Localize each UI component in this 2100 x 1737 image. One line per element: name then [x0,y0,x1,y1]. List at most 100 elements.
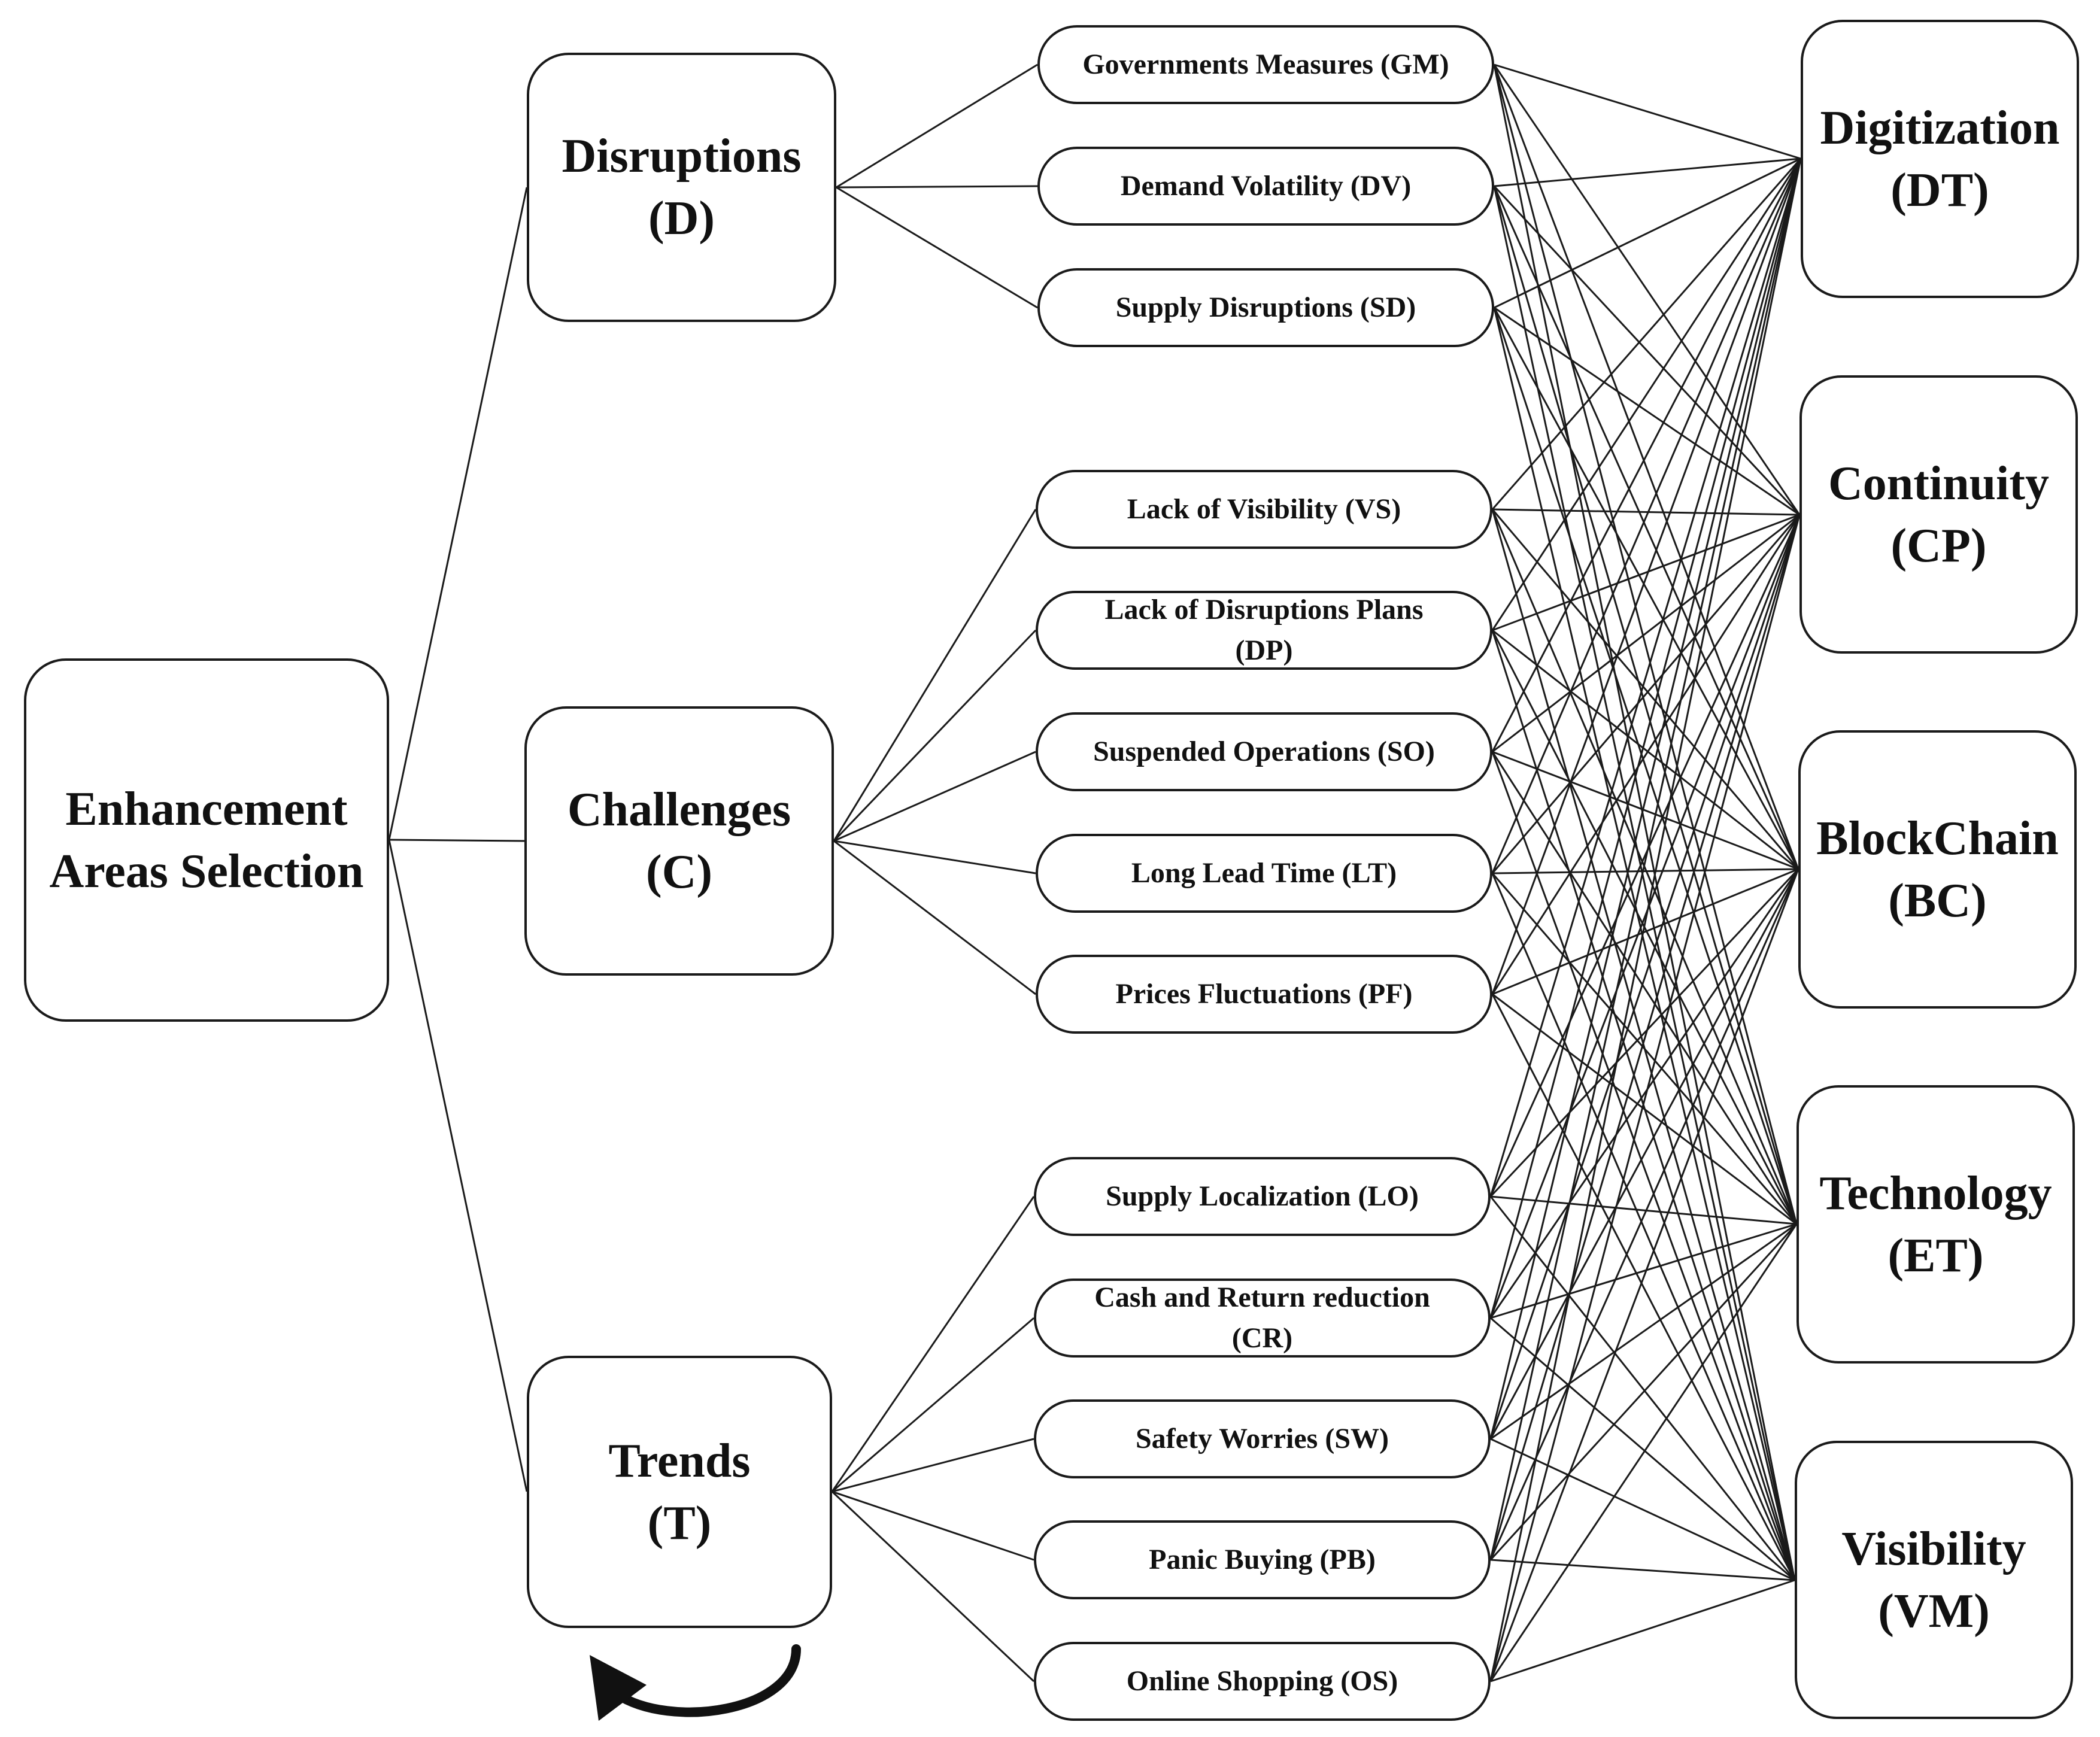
category-factor-link [833,629,1037,842]
area-label-line2: (DT) [1890,163,1989,217]
factor-area-link [1489,1223,1798,1561]
factor-area-link [1489,1196,1796,1581]
area-node-vm: Visibility (VM) [1795,1441,2073,1719]
factor-area-link [1491,158,1802,874]
factor-area-link [1492,629,1799,870]
category-factor-link [831,1196,1035,1492]
factor-area-link [1489,514,1801,1440]
factor-area-link [1493,64,1799,870]
factor-area-link [1493,185,1801,516]
area-label-line1: Continuity [1828,457,2049,510]
area-node-et: Technology (ET) [1796,1085,2075,1364]
factor-node-os: Online Shopping (OS) [1034,1642,1491,1721]
area-node-bc: BlockChain (BC) [1798,730,2077,1009]
area-label-line2: (CP) [1890,519,1987,572]
factor-label: Long Lead Time (LT) [1131,857,1397,889]
category-label-line1: Challenges [567,784,791,836]
category-factor-link [833,509,1037,842]
factor-area-link [1490,1559,1795,1581]
factor-area-link [1493,186,1799,870]
area-label-line2: (VM) [1878,1584,1990,1638]
factor-area-link [1494,63,1801,160]
category-factor-link [833,840,1036,874]
factor-area-link [1489,158,1802,1682]
factor-area-link [1489,158,1802,1440]
factor-node-pf: Prices Fluctuations (PF) [1036,955,1492,1034]
factor-area-link [1493,307,1798,1225]
factor-node-pb: Panic Buying (PB) [1034,1520,1491,1599]
factor-area-link [1493,64,1796,1581]
factor-node-cr: Cash and Return reduction (CR) [1034,1279,1491,1358]
factor-area-link [1491,158,1802,752]
category-factor-link [831,1317,1034,1493]
factor-area-link [1489,514,1801,1560]
category-label-line1: Trends [608,1434,751,1487]
factor-label: Demand Volatility (DV) [1120,170,1412,202]
factor-label: Prices Fluctuations (PF) [1115,978,1413,1010]
factor-label-line2: (DP) [1235,634,1293,666]
category-factor-link [836,185,1038,189]
factor-area-link [1492,993,1797,1225]
factor-area-link [1491,751,1798,1225]
factor-area-link [1489,514,1801,1319]
factor-node-dp: Lack of Disruptions Plans (DP) [1036,591,1492,670]
factor-area-link [1491,873,1798,1225]
factor-area-link [1491,514,1801,874]
factor-area-link [1493,64,1801,515]
factor-area-link [1491,158,1802,631]
area-label-line1: Visibility [1841,1522,2026,1575]
factor-label: Online Shopping (OS) [1126,1665,1398,1697]
factor-area-link [1494,157,1801,187]
factor-area-link [1489,868,1799,1198]
category-factor-link [836,63,1038,189]
factor-area-link [1492,868,1799,874]
factor-area-link [1489,158,1802,1319]
factor-label: Lack of Disruptions Plans [1104,594,1424,625]
cycle-arrow-icon [590,1644,801,1721]
root-label-line1: Enhancement [65,782,348,836]
factor-node-lt: Long Lead Time (LT) [1036,834,1492,913]
factor-node-sw: Safety Worries (SW) [1034,1399,1491,1478]
factor-node-lo: Supply Localization (LO) [1034,1157,1491,1236]
factor-area-link [1491,751,1796,1581]
factor-area-link [1491,158,1802,510]
root-category-link [388,187,528,840]
area-node-cp: Continuity (CP) [1799,375,2078,654]
factor-area-link [1494,157,1801,309]
factor-node-so: Suspended Operations (SO) [1036,712,1492,791]
factor-area-link [1490,1223,1797,1440]
category-factor-link [831,1490,1034,1561]
category-factor-link [836,186,1038,309]
factor-node-sd: Supply Disruptions (SD) [1037,268,1494,347]
factor-area-link [1490,1317,1795,1581]
factor-label: Lack of Visibility (VS) [1127,493,1401,525]
factor-area-link [1489,514,1801,1197]
factor-area-link [1493,307,1799,870]
category-factor-link [831,1438,1034,1493]
factor-area-link [1491,873,1796,1581]
factor-area-link [1491,994,1796,1581]
category-label-line1: Disruptions [562,130,802,183]
root-label-line2: Areas Selection [49,845,364,898]
factor-area-link [1491,158,1802,995]
root-category-link [388,839,528,1492]
area-label-line1: Digitization [1820,101,2060,154]
factor-label: Cash and Return reduction [1094,1282,1430,1313]
factor-area-link [1490,1223,1797,1319]
factor-area-link [1493,64,1798,1225]
factor-area-link [1492,868,1799,995]
factor-label-line2: (CR) [1231,1322,1293,1354]
category-label-line2: (D) [648,192,715,245]
factor-area-link [1493,307,1796,1581]
factor-node-dv: Demand Volatility (DV) [1037,147,1494,226]
factor-area-link [1490,1579,1795,1683]
factor-area-link [1492,514,1800,753]
category-label-line2: (C) [645,846,713,898]
category-factor-link [831,1490,1035,1683]
factor-area-link [1492,514,1800,631]
root-category-link [389,839,525,842]
factor-label: Supply Localization (LO) [1106,1180,1419,1212]
factor-area-link [1489,869,1799,1560]
